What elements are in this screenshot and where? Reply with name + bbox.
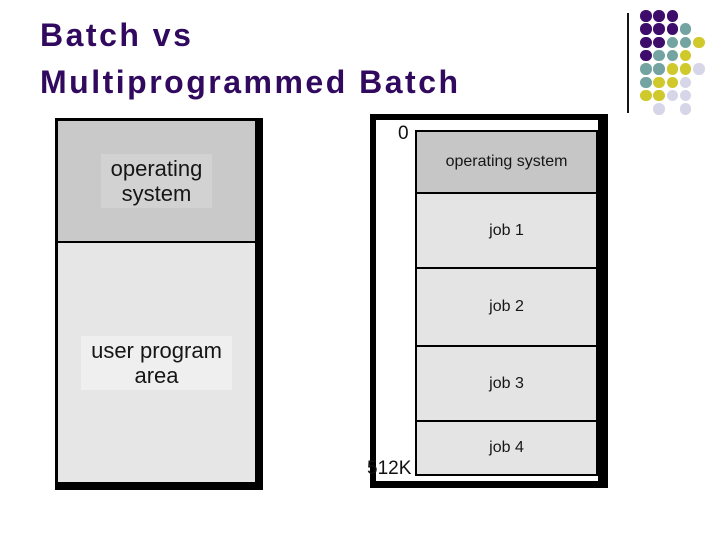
memory-section-label: job 1 [489, 221, 524, 239]
decoration-dot [653, 10, 665, 22]
memory-section-label: user program area [81, 335, 232, 390]
decoration-dot [640, 76, 652, 89]
title-line-2: Multiprogrammed Batch [40, 64, 461, 100]
decoration-dot [666, 63, 679, 75]
decoration-dot [679, 89, 692, 102]
memory-section-operating-system: operating system [417, 132, 596, 192]
memory-section-job-1: job 1 [417, 192, 596, 267]
memory-section-operating-system: operating system [58, 121, 255, 243]
decoration-dot [640, 89, 652, 102]
decoration-dot [666, 76, 679, 89]
memory-section-job-2: job 2 [417, 267, 596, 345]
decoration-dot [640, 49, 652, 62]
memory-section-label: job 4 [489, 439, 524, 456]
memory-section-job-4: job 4 [417, 420, 596, 474]
decoration-dot [653, 89, 665, 102]
decoration-dot [679, 103, 692, 115]
dots-decoration [627, 10, 717, 128]
decoration-dot [666, 10, 679, 22]
decoration-dot [679, 23, 692, 35]
decoration-dot [653, 49, 665, 62]
label-line: area [134, 362, 179, 388]
multiprogrammed-memory-diagram: 0 operating system job 1 job 2 job 3 job 4 5… [367, 114, 608, 488]
memory-box: operating system job 1 job 2 job 3 job 4 [415, 130, 598, 476]
address-label-bottom: 512K [367, 458, 412, 479]
label-line: user program [91, 337, 222, 363]
slide-title: Batch vs Multiprogrammed Batch [40, 12, 461, 106]
decoration-dot [679, 36, 692, 49]
decoration-dot [679, 63, 692, 75]
decoration-dot [666, 49, 679, 62]
memory-section-label: job 2 [489, 298, 524, 315]
decoration-dot [679, 76, 692, 89]
decoration-dot [653, 76, 665, 89]
decoration-dot [640, 23, 652, 35]
memory-section-label: job 3 [489, 374, 524, 392]
memory-section-label: operating system [100, 154, 213, 208]
decoration-dot [666, 23, 679, 35]
decoration-dot [666, 89, 679, 102]
decoration-dot [653, 36, 665, 49]
label-line: system [121, 181, 192, 206]
decoration-dot [653, 103, 665, 115]
decoration-dot [640, 10, 652, 22]
memory-section-job-3: job 3 [417, 345, 596, 420]
decoration-dot [693, 36, 705, 49]
decoration-dot [640, 63, 652, 75]
batch-memory-diagram: operating system user program area [55, 118, 263, 490]
address-label-top: 0 [398, 123, 409, 144]
title-line-1: Batch vs [40, 17, 194, 53]
memory-section-label: operating system [445, 153, 568, 170]
decoration-dot [693, 63, 705, 75]
memory-section-user-program-area: user program area [58, 243, 255, 482]
dots-grid [640, 10, 712, 122]
decoration-dot [653, 63, 665, 75]
decoration-vertical-line [627, 13, 629, 113]
label-line: operating [110, 156, 203, 181]
decoration-dot [666, 36, 679, 49]
decoration-dot [679, 49, 692, 62]
decoration-dot [653, 23, 665, 35]
decoration-dot [640, 36, 652, 49]
